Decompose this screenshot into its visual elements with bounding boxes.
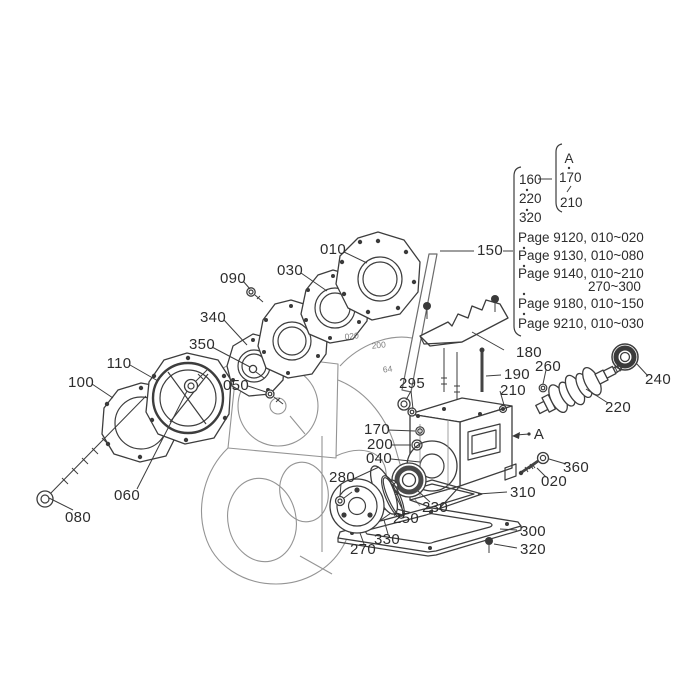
callout-295: 295 <box>399 375 425 392</box>
legend-sub-210: 210 <box>560 195 583 210</box>
callout-270: 270 <box>350 541 376 558</box>
legend-item-160: 160 <box>519 172 542 187</box>
callout-060: 060 <box>114 487 140 504</box>
legend-group: 160 220 320 A 170 210 Page 9120, 010~020… <box>513 143 644 337</box>
delivery-valve-assembly-drawing <box>419 295 509 400</box>
legend-inner-bracket <box>555 143 563 213</box>
cover-110-drawing <box>145 352 232 445</box>
legend-sub-170: 170 <box>559 170 582 185</box>
callout-020: 020 <box>541 473 567 490</box>
callout-110: 110 <box>107 355 132 372</box>
legend-sub-a: A <box>564 151 573 166</box>
callout-200: 200 <box>367 436 393 453</box>
ring-200-drawing <box>411 439 423 451</box>
artifact-text: 200 <box>371 339 386 350</box>
legend-page-ref-continuation: 270~300 <box>588 279 641 294</box>
callout-330: 330 <box>374 531 400 548</box>
bolt-080-drawing <box>36 395 147 508</box>
callout-090: 090 <box>220 270 246 287</box>
legend-page-ref: Page 9140, 010~210 <box>518 266 644 281</box>
cover-plate-300-drawing <box>337 507 522 557</box>
leader-lines <box>48 250 649 549</box>
callout-080: 080 <box>65 509 91 526</box>
callout-350: 350 <box>189 336 215 353</box>
callout-250: 250 <box>393 510 419 527</box>
callout-labels: 010 030 090 340 350 110 100 050 060 080 … <box>65 241 671 558</box>
callout-040: 040 <box>366 450 392 467</box>
callout-230: 230 <box>422 499 448 516</box>
callout-310: 310 <box>510 484 536 501</box>
artifact-text: 020 <box>344 330 359 341</box>
callout-220: 220 <box>605 399 631 416</box>
legend-outer-bracket <box>513 166 522 337</box>
bolt-090-drawing <box>246 287 264 303</box>
oring-170-drawing <box>415 426 425 436</box>
injection-pump-body-drawing <box>406 397 517 511</box>
callout-150: 150 <box>477 242 503 259</box>
legend-page-ref: Page 9130, 010~080 <box>518 248 644 263</box>
callout-100: 100 <box>68 374 94 391</box>
callout-280: 280 <box>329 469 355 486</box>
callout-210: 210 <box>500 382 526 399</box>
callout-360: 360 <box>563 459 589 476</box>
callout-260: 260 <box>535 358 561 375</box>
bolt-060-drawing <box>183 369 208 394</box>
oring-330-drawing <box>381 475 405 519</box>
callout-010: 010 <box>320 241 346 258</box>
bearing-240-drawing <box>611 343 639 371</box>
legend-page-ref: Page 9210, 010~030 <box>518 316 644 331</box>
bolt-050-drawing <box>265 389 284 405</box>
callout-a: A <box>534 426 544 443</box>
bolt-320-drawing <box>485 537 493 553</box>
bearing-230-drawing <box>391 462 427 498</box>
cap-295-drawing <box>397 397 417 417</box>
reference-a-arrow <box>512 432 531 439</box>
plate-010-drawing <box>335 231 421 321</box>
callout-340: 340 <box>200 309 226 326</box>
callout-050: 050 <box>223 377 249 394</box>
callout-300: 300 <box>520 523 546 540</box>
callout-030: 030 <box>277 262 303 279</box>
legend-page-ref: Page 9120, 010~020 <box>518 230 644 245</box>
callout-190: 190 <box>504 366 530 383</box>
legend-item-220: 220 <box>519 191 542 206</box>
callout-320: 320 <box>520 541 546 558</box>
snap-ring-260-drawing <box>538 383 548 393</box>
camshaft-220-drawing <box>535 364 623 415</box>
bolt-360-drawing <box>528 451 550 470</box>
bolt-350-drawing <box>248 364 265 379</box>
callout-240: 240 <box>645 371 671 388</box>
legend-item-320: 320 <box>519 210 542 225</box>
callout-180: 180 <box>516 344 542 361</box>
artifact-texts: 020 200 64 <box>344 330 393 374</box>
stud-020-drawing <box>518 459 539 476</box>
artifact-text: 64 <box>382 363 393 374</box>
callout-170: 170 <box>364 421 390 438</box>
legend-page-ref: Page 9180, 010~150 <box>518 296 644 311</box>
bolt-280-drawing <box>334 491 353 507</box>
